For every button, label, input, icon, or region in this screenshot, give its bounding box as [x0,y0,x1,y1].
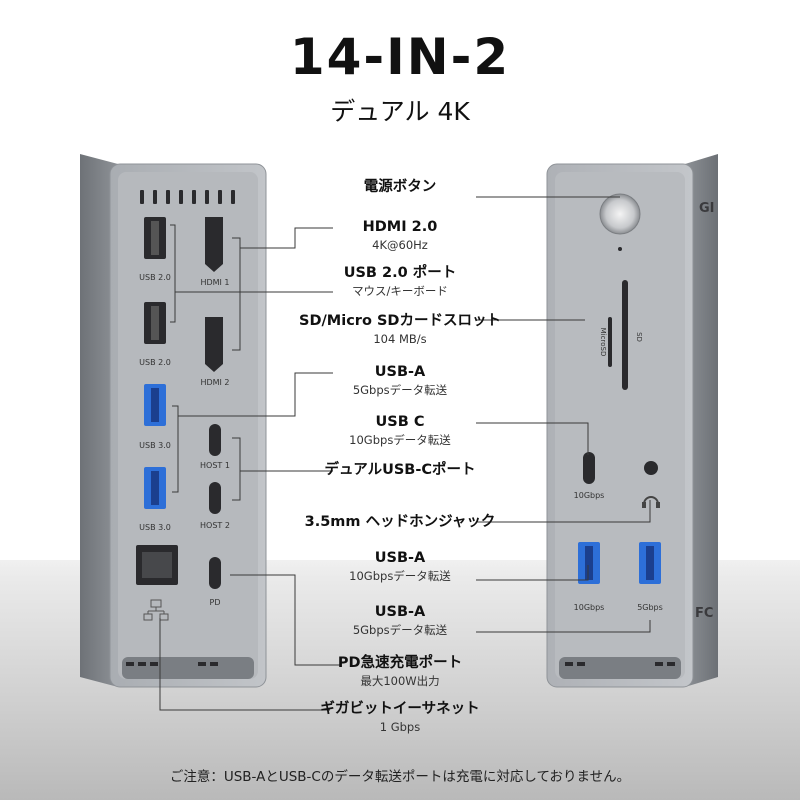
callout-hdmi: HDMI 2.0 4K@60Hz [362,219,438,252]
callout-pd-charging: PD急速充電ポート 最大100W出力 [337,655,463,688]
microsd-card-slot [608,317,612,367]
usbc-10gbps-label: 10Gbps [574,491,605,500]
footnote: ご注意：USB-AとUSB-Cのデータ転送ポートは充電に対応しておりません。 [169,769,631,785]
sd-card-slot [622,280,628,390]
callout-usbc-10gbps: USB C 10Gbpsデータ転送 [349,414,451,447]
usb30-label-1: USB 3.0 [139,441,171,450]
callout-power-button: 電源ボタン [363,179,437,195]
power-button [599,193,641,235]
left-dock-device: USB 2.0 USB 2.0 USB 3.0 USB 3.0 HDMI 1 H… [80,154,267,688]
network-icon [143,599,169,621]
usb20-label-1: USB 2.0 [139,273,171,282]
host1-usbc-port [209,424,221,456]
usba-10gbps-label: 10Gbps [574,603,605,612]
hdmi1-label: HDMI 1 [200,278,229,287]
callout-headphone: 3.5mm ヘッドホンジャック [304,514,496,530]
hdmi-port-1 [205,217,223,272]
hdmi2-label: HDMI 2 [200,378,229,387]
brand-logo-text: GI [699,201,715,216]
pd-usbc-port [209,557,221,589]
sd-label: SD [635,332,643,342]
callout-usba-10gbps: USB-A 10Gbpsデータ転送 [349,550,451,583]
microsd-label: MicroSD [599,328,607,357]
callout-usb20: USB 2.0 ポート マウス/キーボード [343,265,457,298]
callout-usba-5gbps-right: USB-A 5Gbpsデータ転送 [352,604,448,637]
usbc-10gbps-port [583,452,595,484]
host2-label: HOST 2 [200,521,230,530]
callout-usba-5gbps-left: USB-A 5Gbpsデータ転送 [352,364,448,397]
usb30-label-2: USB 3.0 [139,523,171,532]
callout-dual-usbc: デュアルUSB-Cポート [324,462,476,478]
pd-label: PD [210,598,221,607]
page-subtitle: デュアル 4K [330,97,470,126]
fcc-mark: FC [695,606,713,621]
headphone-jack [644,461,658,475]
callout-sd-slot: SD/Micro SDカードスロット 104 MB/s [299,313,501,346]
host2-usbc-port [209,482,221,514]
page-title: 14-IN-2 [289,28,511,86]
hdmi-port-2 [205,317,223,372]
host1-label: HOST 1 [200,461,230,470]
usb20-label-2: USB 2.0 [139,358,171,367]
right-dock-device: MicroSD SD 10Gbps 10Gbps 5Gbps GI FC [546,154,718,688]
callout-ethernet: ギガビットイーサネット 1 Gbps [320,701,480,734]
headphone-icon [643,496,659,505]
usba-5gbps-label: 5Gbps [637,603,663,612]
